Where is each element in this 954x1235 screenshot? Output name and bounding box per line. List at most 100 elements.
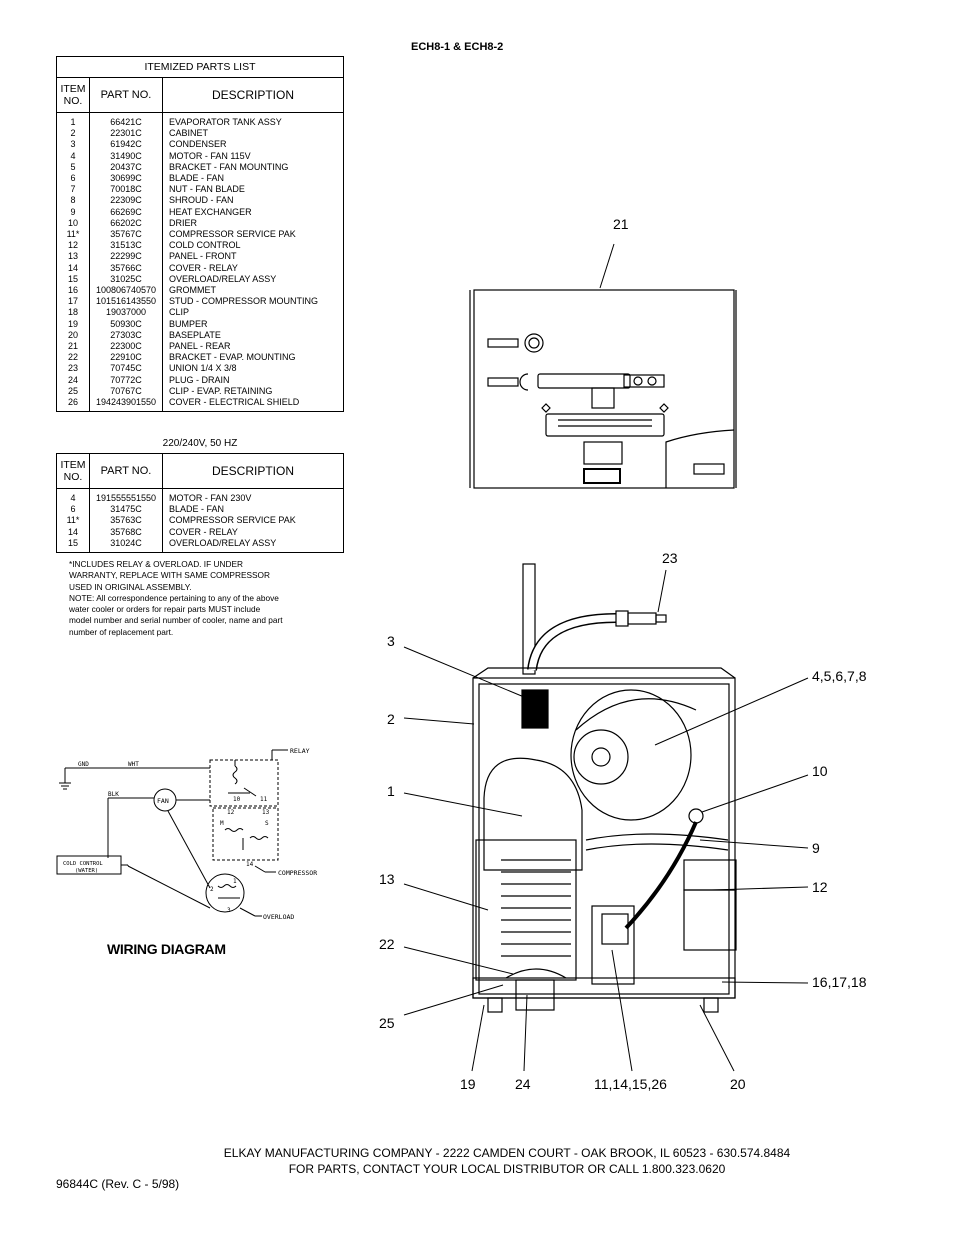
itemized-parts-table: ITEMIZED PARTS LIST ITEM NO. PART NO. DE… <box>56 56 344 413</box>
callout-10: 10 <box>812 763 828 779</box>
list-line: NOTE: All correspondence pertaining to a… <box>69 592 279 603</box>
svg-text:11: 11 <box>260 796 268 803</box>
list-line: 35767C <box>110 229 142 240</box>
svg-text:M: M <box>220 820 224 827</box>
louvres <box>501 859 571 957</box>
list-line: UNION 1/4 X 3/8 <box>169 363 237 374</box>
list-line: CLIP <box>169 307 190 318</box>
document-title: ECH8-1 & ECH8-2 <box>411 41 504 53</box>
callout-21: 21 <box>613 216 629 232</box>
relay-box <box>209 759 279 807</box>
list-line: 8 <box>70 195 76 206</box>
list-line: 22300C <box>110 341 142 352</box>
compressor-symbol <box>205 873 245 913</box>
evaporator-tank <box>483 757 583 871</box>
list-line: COLD CONTROL <box>169 240 241 251</box>
list-line: MOTOR - FAN 230V <box>169 493 252 503</box>
list-line: 22299C <box>110 251 142 262</box>
list-line: model number and serial number of cooler… <box>69 615 283 626</box>
evaporator-tube <box>522 563 536 675</box>
list-line: CONDENSER <box>169 139 227 150</box>
list-line: 4 <box>70 150 76 161</box>
list-line: 66269C <box>110 206 142 217</box>
list-line: PLUG - DRAIN <box>169 374 230 385</box>
list-line: 35766C <box>110 262 142 273</box>
svg-text:14: 14 <box>246 861 254 868</box>
list-line: 70018C <box>110 184 142 195</box>
list-line: 22 <box>67 352 78 363</box>
list-line: BRACKET - FAN MOUNTING <box>169 161 289 172</box>
list-line: 20437C <box>110 161 142 172</box>
list-line: 100806740570 <box>95 285 157 296</box>
rear-bracket <box>545 413 665 437</box>
callout-23: 23 <box>662 550 678 566</box>
list-line: NUT - FAN BLADE <box>169 184 245 195</box>
header-description: DESCRIPTION <box>162 453 344 489</box>
list-line: HEAT EXCHANGER <box>169 206 252 217</box>
list-line: BLADE - FAN <box>169 504 225 515</box>
svg-text:13: 13 <box>262 809 270 816</box>
list-line: 15 <box>67 537 78 548</box>
compressor-box <box>212 807 279 861</box>
list-line: 194243901550 <box>95 397 157 408</box>
list-line: 24 <box>67 374 78 385</box>
list-line: 35768C <box>110 526 142 537</box>
rear-label-plate <box>693 463 725 475</box>
list-line: 61942C <box>110 139 142 150</box>
list-line: BASEPLATE <box>169 329 221 340</box>
list-line: COMPRESSOR SERVICE PAK <box>169 515 296 526</box>
list-line: BLADE - FAN <box>169 173 225 184</box>
header-item-no: ITEM NO. <box>56 77 90 113</box>
list-line: COMPRESSOR SERVICE PAK <box>169 229 296 240</box>
svg-text:12: 12 <box>227 809 235 816</box>
list-line: CABINET <box>169 128 209 139</box>
list-line: COVER - RELAY <box>169 526 238 537</box>
list-line: STUD - COMPRESSOR MOUNTING <box>169 296 319 307</box>
list-line: SHROUD - FAN <box>169 195 234 206</box>
list-line: 15 <box>67 273 78 284</box>
bumper <box>487 997 503 1013</box>
list-line: 4 <box>70 493 76 503</box>
drain-plug <box>515 979 555 1011</box>
list-line: 14 <box>67 526 78 537</box>
list-line: 21 <box>67 341 78 352</box>
list-line: 25 <box>67 385 78 396</box>
list-line: 19 <box>67 318 78 329</box>
list-line: PANEL - REAR <box>169 341 231 352</box>
callout-24: 24 <box>515 1076 531 1092</box>
callout-9: 9 <box>812 840 820 856</box>
fan-label: FAN <box>157 797 169 805</box>
list-line: 6 <box>70 504 76 515</box>
svg-text:1: 1 <box>233 878 237 885</box>
list-line: CLIP - EVAP. RETAINING <box>169 385 273 396</box>
list-line: 101516143550 <box>95 296 157 307</box>
callout-25: 25 <box>379 1015 395 1031</box>
list-line: USED IN ORIGINAL ASSEMBLY. <box>69 581 192 592</box>
list-line: WARRANTY, REPLACE WITH SAME COMPRESSOR <box>69 570 270 581</box>
list-line: 20 <box>67 329 78 340</box>
footer-contact: FOR PARTS, CONTACT YOUR LOCAL DISTRIBUTO… <box>288 1162 726 1176</box>
list-line: EVAPORATOR TANK ASSY <box>169 117 282 127</box>
list-line: 22301C <box>110 128 142 139</box>
list-line: 31475C <box>110 504 142 515</box>
rear-view-drawing <box>469 289 737 489</box>
callout-19: 19 <box>460 1076 476 1092</box>
callout-13: 13 <box>379 871 395 887</box>
svg-text:COLD CONTROL: COLD CONTROL <box>63 861 103 867</box>
callout-3: 3 <box>387 633 395 649</box>
svg-text:(WATER): (WATER) <box>75 868 98 874</box>
list-line: 70767C <box>110 385 142 396</box>
relay-coil <box>232 765 238 785</box>
wiring-diagram-title: WIRING DIAGRAM <box>107 941 226 957</box>
overload-label: OVERLOAD <box>263 913 294 921</box>
list-line: 22309C <box>110 195 142 206</box>
list-line: 3 <box>70 139 76 150</box>
list-line: 18 <box>67 307 78 318</box>
list-line: 35763C <box>110 515 142 526</box>
baseplate <box>472 977 736 999</box>
